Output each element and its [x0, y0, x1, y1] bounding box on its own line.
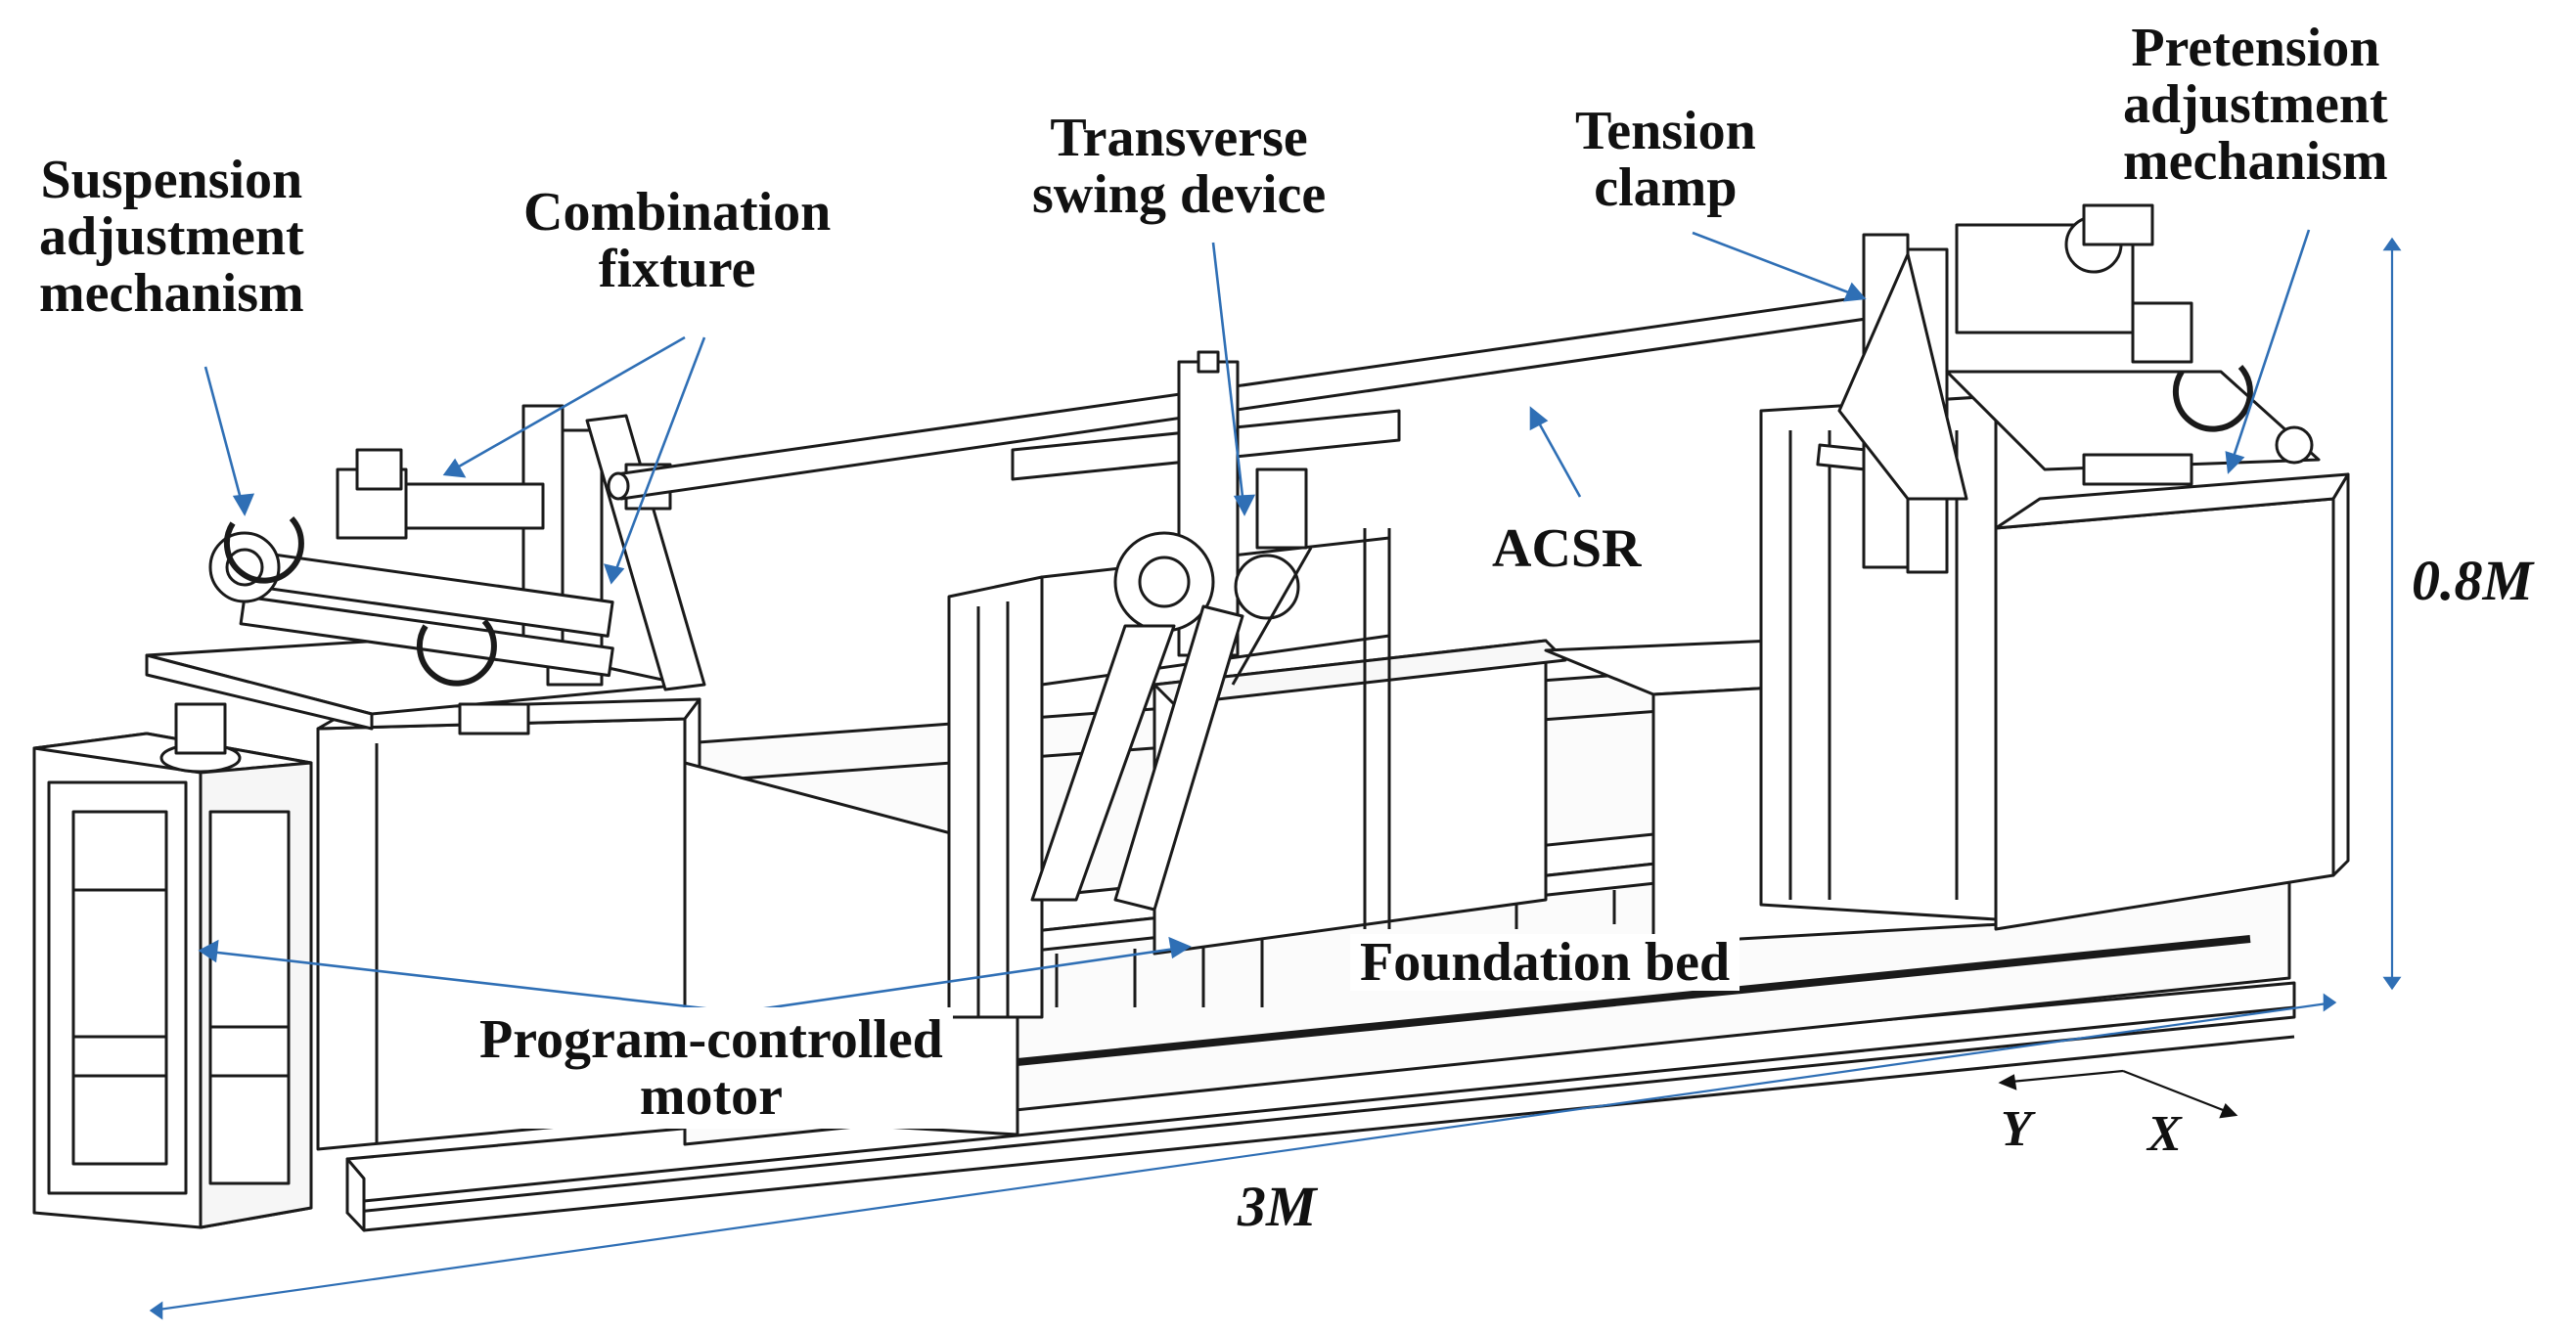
right-frame	[1837, 203, 2321, 574]
leader-lines	[149, 229, 2402, 1320]
dimension-height: 0.8M	[2412, 549, 2534, 612]
label-foundation-bed: Foundation bed	[1350, 934, 1740, 991]
axis-y-label: Y	[2001, 1101, 2032, 1157]
label-program-controlled-motor: Program-controlled motor	[470, 1007, 953, 1129]
dimension-length: 3M	[1238, 1175, 1317, 1238]
axis-indicator	[1998, 1069, 2238, 1119]
label-transverse-swing: Transverse swing device	[1032, 108, 1327, 225]
label-acsr: ACSR	[1492, 518, 1642, 579]
right-box	[1759, 394, 2350, 931]
acsr-conductor	[607, 291, 1895, 501]
motor-housing	[32, 702, 313, 1229]
label-combination-fixture: Combination fixture	[523, 182, 832, 299]
axis-x-label: X	[2147, 1106, 2182, 1162]
label-pretension-adjustment: Pretension adjustment mechanism	[2123, 18, 2388, 192]
label-tension-clamp: Tension clamp	[1575, 101, 1756, 218]
transverse-device	[947, 350, 1567, 1019]
label-suspension-adjustment: Suspension adjustment mechanism	[39, 150, 304, 324]
